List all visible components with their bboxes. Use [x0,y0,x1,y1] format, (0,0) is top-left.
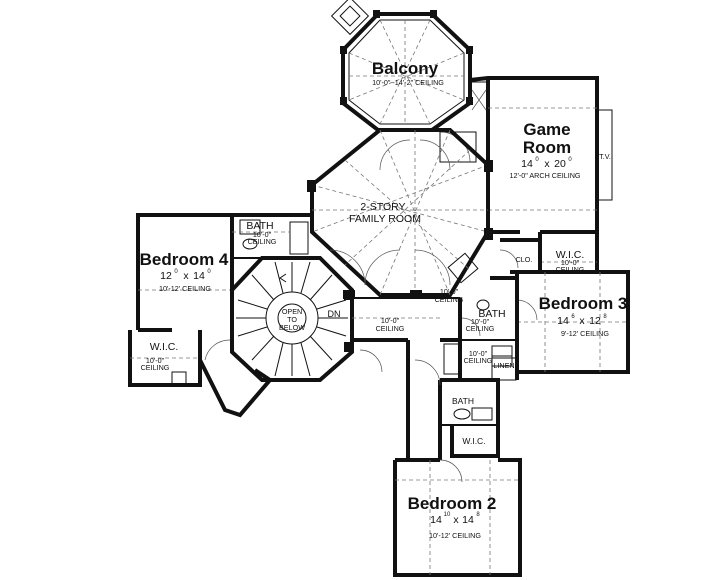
game-room-ceiling: 12'-0" ARCH CEILING [509,171,580,180]
game-room-dim-b: 20 [554,158,566,170]
bedroom-4-ceiling: 10'-12' CEILING [159,284,211,293]
bath-4-ceiling-2: CEILING [248,237,277,246]
wic-2-area [450,425,500,458]
game-room-dim-b-sup: 0 [568,157,572,163]
wic-4-name: W.I.C. [150,341,179,353]
bedroom-2-dim-b: 14 [462,514,474,526]
hall-ceiling-1: 10'-0" [381,316,400,325]
wic-3-name: W.I.C. [556,249,585,261]
hall-ceiling-2: CEILING [376,324,405,333]
bedroom-2-dim-x: x [453,514,459,526]
bedroom-2-area [393,458,522,577]
wic-4-ceiling-2: CEILING [141,363,170,372]
bath-3-lower-ceiling-1: 10'-0" [469,349,488,358]
bedroom-2-dim-a: 14 [430,514,442,526]
balcony-ceiling: 10'-0" -14'-2" CEILING [372,78,444,87]
bath-4-ceiling-1: 10'-0" [253,230,272,239]
bedroom-3-ceiling: 9'-12' CEILING [561,329,609,338]
bedroom-4-dim-b-sup: 0 [207,269,211,275]
bedroom-2-dim-a-sup: 10 [444,512,451,518]
game-room-name-2: Room [523,138,571,157]
stair-dn: DN [328,309,341,319]
bedroom-3-dim-b: 12 [589,315,601,327]
closet-area [499,238,542,274]
game-room-dim-a-sup: 0 [535,157,539,163]
bedroom-4-dim-b: 14 [193,270,205,282]
family-room-area [307,128,493,299]
bath-3-ceiling-2: CEILING [466,324,495,333]
bedroom-3-name: Bedroom 3 [539,294,628,313]
bath-2-name: BATH [452,396,474,406]
bedroom-4-name: Bedroom 4 [140,250,229,269]
labels: Balcony 10'-0" -14'-2" CEILING Game Room… [140,59,628,540]
bedroom-3-dim-a-sup: 6 [571,314,575,320]
hall-right-ceiling-1: 10'-0" [440,287,459,296]
bedroom-4-dim-x: x [183,270,189,282]
tv-label: T.V. [599,152,611,161]
wic-4-ceiling-1: 10'-0" [146,356,165,365]
bedroom-4-area [136,213,312,332]
bath-3-ceiling-1: 10'-0" [471,317,490,326]
bedroom-3-dims: 14 6 x 12 8 [557,314,607,327]
stair-to: TO [287,315,297,324]
bedroom-4-dims: 12 0 x 14 0 [160,269,211,282]
game-room-name-1: Game [523,120,570,139]
linen-label: LINEN [493,361,514,370]
wic-3-ceiling-1: 10'-0" [561,258,580,267]
bedroom-4-dim-a: 12 [160,270,172,282]
stair-open: OPEN [282,307,302,316]
game-room-dim-a: 14 [521,158,533,170]
linen-area [491,357,517,381]
bedroom-4-dim-a-sup: 0 [174,269,178,275]
bedroom-2-dims: 14 10 x 14 8 [430,512,480,526]
bedroom-3-area [515,270,630,374]
balcony-name: Balcony [372,59,439,78]
bath-2-area [440,378,500,426]
clo-label: CLO. [516,255,533,264]
bath-3-lower-ceiling-2: CEILING [464,356,493,365]
wic-3-ceiling-2: CEILING [556,265,585,274]
bedroom-3-dim-x: x [579,315,585,327]
bedroom-3-dim-a: 14 [557,315,569,327]
family-room-line2: FAMILY ROOM [349,213,421,225]
hall-right-ceiling-2: CEILING [435,295,464,304]
bath-4-name: BATH [246,220,273,232]
staircase-area [230,256,354,382]
wic-2-name: W.I.C. [462,436,485,446]
game-room-dims: 14 0 x 20 0 [521,157,572,170]
bedroom-3-dim-b-sup: 8 [603,314,607,320]
bedroom-2-name: Bedroom 2 [408,494,497,513]
family-room-line1: 2-STORY [360,201,405,213]
bedroom-2-dim-b-sup: 8 [476,512,480,518]
bath-3-name: BATH [478,308,505,320]
stair-below: BELOW [279,323,305,332]
bedroom-2-ceiling: 10'-12' CEILING [429,531,481,540]
game-room-dim-x: x [544,158,550,170]
